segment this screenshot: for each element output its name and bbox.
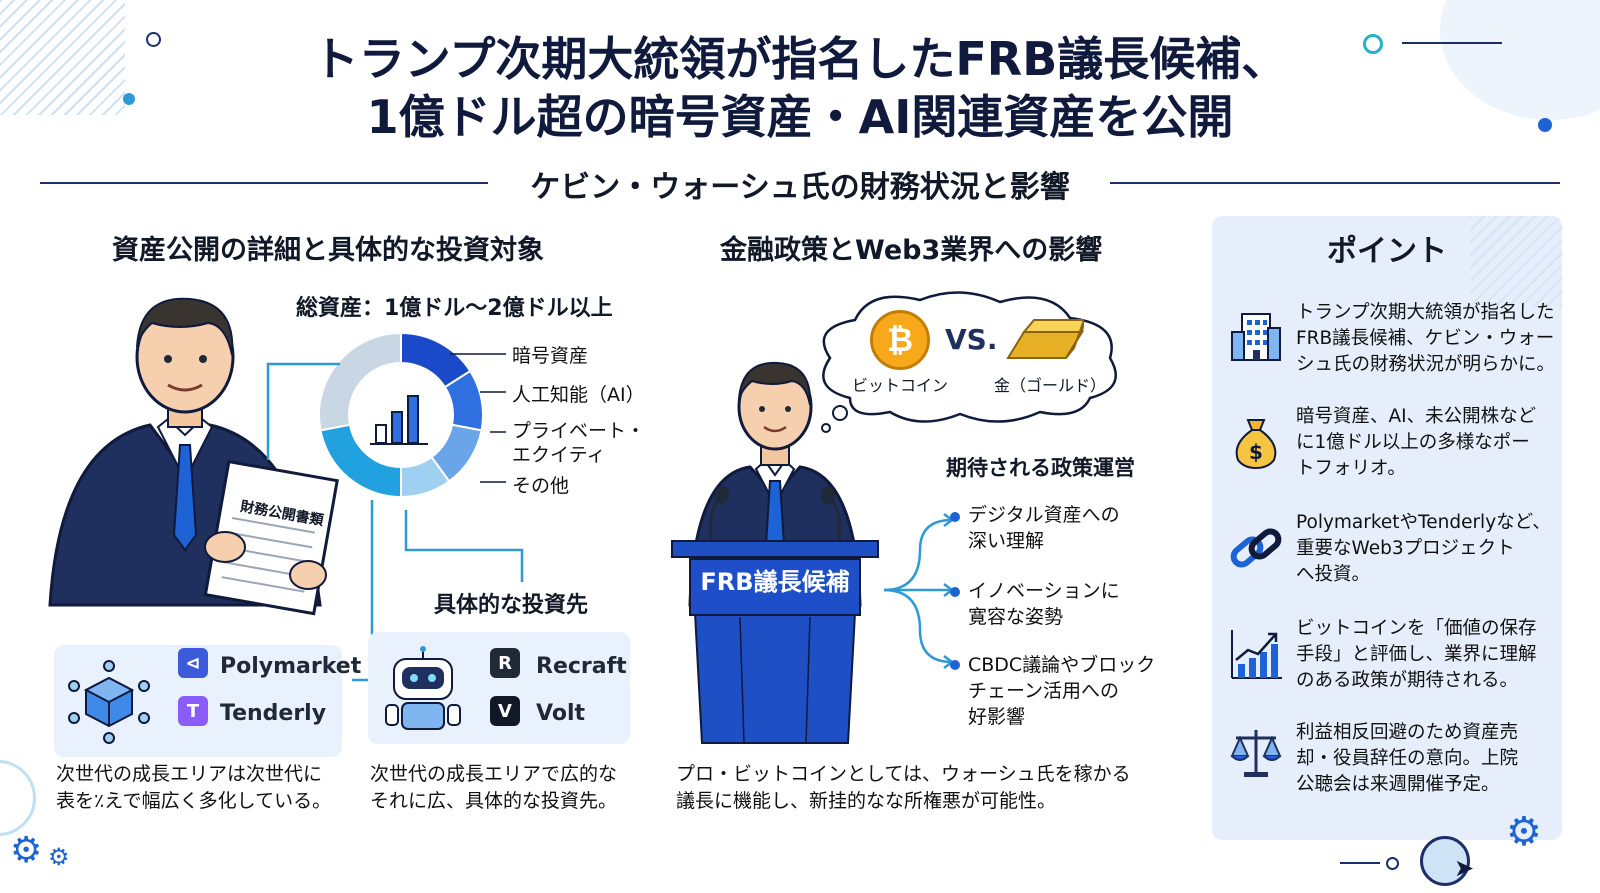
point-4-line1: ビットコインを「価値の保存	[1296, 618, 1537, 639]
point-3-text: PolymarketやTenderlyなど、 重要なWeb3プロジェクト へ投資…	[1296, 510, 1558, 588]
robot-icon	[385, 646, 461, 730]
chain-link-icon	[1230, 528, 1282, 568]
polymarket-logo: ⊲	[178, 648, 208, 678]
caption-web3-line1: 次世代の成長エリアは次世代に	[56, 763, 323, 785]
donut-segment	[318, 331, 402, 432]
point-1-line2: FRB議長候補、ケビン・ウォー	[1296, 328, 1555, 349]
gear-icon: ⚙	[10, 830, 43, 871]
points-heading: ポイント	[1327, 234, 1447, 269]
dot-icon	[123, 93, 135, 105]
brand-polymarket: Polymarket	[220, 654, 362, 679]
point-5-line2: 却・役員辞任の意向。上院	[1296, 748, 1519, 769]
policy-bullet-1	[950, 512, 960, 522]
legend-crypto: 暗号資産	[512, 345, 589, 367]
page-title-line-1: トランプ次期大統領が指名したFRB議長候補、	[312, 32, 1288, 86]
podium-label: FRB議長候補	[700, 568, 850, 596]
legend-private-equity-2: エクイティ	[512, 444, 606, 466]
svg-text:$: $	[1249, 440, 1263, 464]
polymarket-icon: ⊲	[178, 648, 208, 678]
volt-logo: V	[490, 696, 520, 726]
center-caption-line2: 議長に機能し、新挂的なな所権悪が可能性。	[676, 790, 1057, 812]
brand-recraft: Recraft	[536, 654, 627, 679]
policy-item-3-line2: チェーン活用への	[968, 680, 1120, 702]
caption-web3-line2: 表を٪えで幅広く多化している。	[56, 790, 332, 812]
point-3-line3: へ投資。	[1296, 564, 1371, 585]
dot-icon	[1538, 118, 1552, 132]
policy-item-3-line1: CBDC議論やブロック	[968, 654, 1156, 676]
section-heading-policy: 金融政策とWeb3業界への影響	[720, 235, 1103, 266]
cursor-icon: ➤	[1454, 854, 1475, 882]
line-decoration	[1340, 862, 1380, 864]
network-gear-icon: ⚙	[1506, 809, 1542, 855]
caption-ai-line2: それに広、具体的な投資先。	[370, 790, 618, 812]
point-1-line1: トランプ次期大統領が指名した	[1296, 302, 1555, 323]
globe-icon	[1420, 836, 1470, 886]
subtitle-rule-right	[1110, 182, 1560, 184]
gold-bar-icon	[1006, 319, 1084, 359]
investments-heading: 具体的な投資先	[434, 593, 589, 618]
bitcoin-label: ビットコイン	[852, 376, 949, 395]
panel-hatch-decoration	[1470, 216, 1562, 306]
policy-item-2-line2: 寛容な姿勢	[968, 606, 1064, 628]
line-decoration	[1402, 42, 1502, 44]
point-2-line3: トフォリオ。	[1296, 458, 1406, 479]
caption-ai-line1: 次世代の成長エリアで広的な	[370, 763, 618, 785]
point-4-line3: のある政策が期待される。	[1296, 670, 1519, 691]
corner-hatch-decoration	[0, 0, 125, 115]
asset-donut-chart	[318, 331, 484, 499]
brand-tenderly: Tenderly	[220, 701, 327, 726]
donut-legend-connectors	[450, 353, 506, 483]
policy-branch-arrows	[883, 513, 955, 669]
total-assets-label: 総資産：1億ドル〜2億ドル以上	[296, 296, 613, 321]
policy-heading: 期待される政策運営	[946, 456, 1135, 480]
point-3-line2: 重要なWeb3プロジェクト	[1296, 538, 1515, 559]
policy-bullet-2	[950, 587, 960, 597]
point-3-line1: PolymarketやTenderlyなど、	[1296, 512, 1551, 533]
subtitle-rule-left	[40, 182, 488, 184]
page-title-line-2: 1億ドル超の暗号資産・AI関連資産を公開	[366, 90, 1234, 144]
ring-dot-icon	[1386, 857, 1399, 870]
blockchain-cube-icon	[68, 660, 150, 744]
point-4-text: ビットコインを「価値の保存 手段」と評価し、業界に理解 のある政策が期待される。	[1296, 616, 1558, 694]
building-icon	[1231, 313, 1281, 361]
point-1-line3: シュ氏の財務状況が明らかに。	[1296, 354, 1556, 375]
tenderly-icon: T	[178, 696, 208, 726]
legend-private-equity-1: プライベート・	[512, 420, 646, 442]
policy-item-1-line1: デジタル資産への	[968, 504, 1120, 526]
candidate-podium-illustration	[671, 361, 879, 744]
growth-chart-icon	[1231, 630, 1282, 679]
vs-label: VS.	[945, 323, 998, 356]
center-caption-line1: プロ・ビットコインとしては、ウォーシュ氏を稼かる	[676, 763, 1131, 785]
bitcoin-icon: ₿	[870, 310, 930, 370]
subtitle: ケビン・ウォーシュ氏の財務状況と影響	[530, 170, 1070, 205]
point-5-line3: 公聴会は来週開催予定。	[1296, 774, 1500, 795]
scales-icon	[1230, 730, 1282, 777]
point-2-text: 暗号資産、AI、未公開株など に1億ドル以上の多様なポー トフォリオ。	[1296, 404, 1558, 482]
recraft-icon: R	[490, 648, 520, 678]
point-4-line2: 手段」と評価し、業界に理解	[1296, 644, 1537, 665]
point-1-text: トランプ次期大統領が指名した FRB議長候補、ケビン・ウォー シュ氏の財務状況が…	[1296, 300, 1558, 378]
brand-volt: Volt	[536, 701, 585, 726]
tenderly-logo: T	[178, 696, 208, 726]
section-heading-assets: 資産公開の詳細と具体的な投資対象	[112, 235, 544, 266]
policy-item-1-line2: 深い理解	[968, 530, 1045, 552]
point-2-line2: に1億ドル以上の多様なポー	[1296, 432, 1530, 453]
businessman-illustration	[48, 297, 339, 616]
ring-decoration	[0, 760, 36, 836]
legend-other: その他	[512, 475, 570, 497]
point-5-line1: 利益相反回避のため資産売	[1296, 722, 1519, 743]
policy-item-3-line3: 好影響	[968, 706, 1026, 728]
point-5-text: 利益相反回避のため資産売 却・役員辞任の意向。上院 公聴会は来週開催予定。	[1296, 720, 1558, 798]
volt-icon: V	[490, 696, 520, 726]
policy-item-2-line1: イノベーションに	[968, 580, 1120, 602]
legend-ai: 人工知能（AI）	[512, 384, 645, 406]
ring-dot-icon	[146, 32, 161, 47]
money-bag-icon: $	[1235, 419, 1277, 470]
gear-icon-small: ⚙	[48, 843, 70, 871]
point-2-line1: 暗号資産、AI、未公開株など	[1296, 406, 1537, 427]
recraft-logo: R	[490, 648, 520, 678]
ring-dot-icon	[1363, 34, 1383, 54]
policy-bullet-3	[950, 660, 960, 670]
gold-label: 金（ゴールド）	[994, 376, 1107, 395]
